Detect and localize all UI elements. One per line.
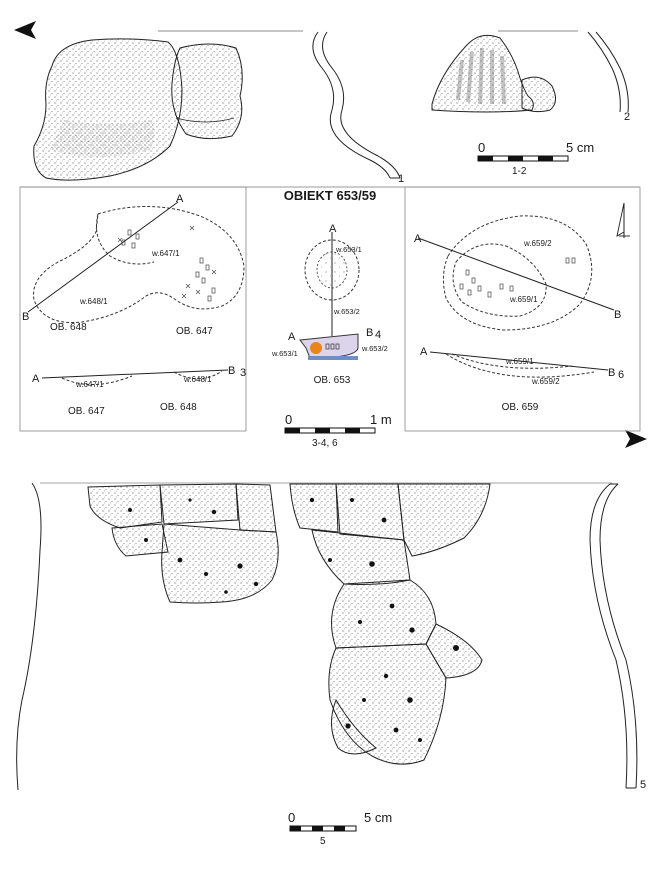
- panel-right-frame: [404, 186, 641, 432]
- north-arrow-icon: [616, 202, 630, 238]
- scale-top-end: 5 cm: [566, 140, 594, 155]
- page-title: OBIEKT 653/59: [284, 188, 377, 203]
- caption-ob-653: OB. 653: [314, 375, 351, 386]
- scale-bar-bottom: [289, 825, 357, 832]
- caption-ob-647-plan: OB. 647: [176, 326, 213, 337]
- item-number-5: 5: [640, 779, 646, 791]
- section-number-4: 4: [375, 329, 381, 341]
- section-3-profile: [41, 369, 229, 386]
- item-number-2: 2: [624, 111, 630, 123]
- scale-top-caption: 1-2: [512, 166, 527, 177]
- vessel-5-outline: [16, 482, 612, 791]
- section-b-right: B: [614, 309, 621, 321]
- panel-left-frame: [19, 186, 247, 432]
- plan-ob-647-648: [27, 201, 245, 324]
- section-3-layer-648: w.648/1: [183, 375, 212, 384]
- sherd-1-drawing: [33, 30, 303, 181]
- label-w648-1: w.648/1: [79, 297, 108, 306]
- section-6-layer-659-1: w.659/1: [505, 357, 534, 366]
- section-number-3: 3: [240, 367, 246, 379]
- scale-top-start: 0: [478, 140, 485, 155]
- label-w653-2: w.653/2: [333, 307, 360, 316]
- section-4-layer-653-1: w.653/1: [271, 349, 298, 358]
- section-a-6: A: [420, 346, 428, 358]
- section-b-6: B: [608, 367, 615, 379]
- label-w653-1: w.653/1: [335, 245, 362, 254]
- section-4-layer-653-2: w.653/2: [361, 344, 388, 353]
- section-number-6: 6: [618, 369, 624, 381]
- caption-ob-648-section: OB. 648: [160, 402, 197, 413]
- vessel-5-profile: [589, 483, 638, 789]
- scale-bar-center: [284, 427, 376, 434]
- section-a-center: A: [329, 223, 337, 235]
- section-a-left: A: [176, 193, 184, 205]
- plan-ob-653: [304, 232, 360, 336]
- section-3-layer-647: w.647/1: [75, 380, 104, 389]
- section-6-layer-659-2: w.659/2: [531, 377, 560, 386]
- label-w659-2: w.659/2: [523, 239, 552, 248]
- label-w647-1: w.647/1: [151, 249, 180, 258]
- section-6-profile: [429, 351, 609, 378]
- section-4-profile: [299, 333, 359, 360]
- section-b-3: B: [228, 365, 235, 377]
- item-number-1: 1: [398, 173, 404, 185]
- vessel-5-sherds-left: [87, 483, 279, 604]
- scale-center-caption: 3-4, 6: [312, 438, 338, 449]
- scale-bar-top: [477, 155, 569, 162]
- caption-ob-659: OB. 659: [502, 402, 539, 413]
- scale-center-end: 1 m: [370, 412, 392, 427]
- arrow-left-icon: [14, 21, 36, 39]
- section-a-right: A: [414, 233, 422, 245]
- scale-bottom-end: 5 cm: [364, 810, 392, 825]
- sherd-1-profile: [312, 31, 401, 179]
- scale-bottom-caption: 5: [320, 836, 326, 847]
- sherd-2-profile: [587, 31, 629, 113]
- caption-ob-647-section: OB. 647: [68, 406, 105, 417]
- section-a-3: A: [32, 373, 40, 385]
- label-w659-1: w.659/1: [509, 295, 538, 304]
- arrow-right-icon: [625, 430, 647, 448]
- section-b-4: B: [366, 327, 373, 339]
- scale-center-start: 0: [285, 412, 292, 427]
- scale-bottom-start: 0: [288, 810, 295, 825]
- vessel-5-sherds-right: [289, 483, 491, 765]
- section-b-left: B: [22, 311, 29, 323]
- plan-ob-659: [417, 215, 615, 331]
- sherd-2-drawing: [431, 30, 578, 113]
- caption-ob-648-plan: OB. 648: [50, 322, 87, 333]
- section-a-4: A: [288, 331, 296, 343]
